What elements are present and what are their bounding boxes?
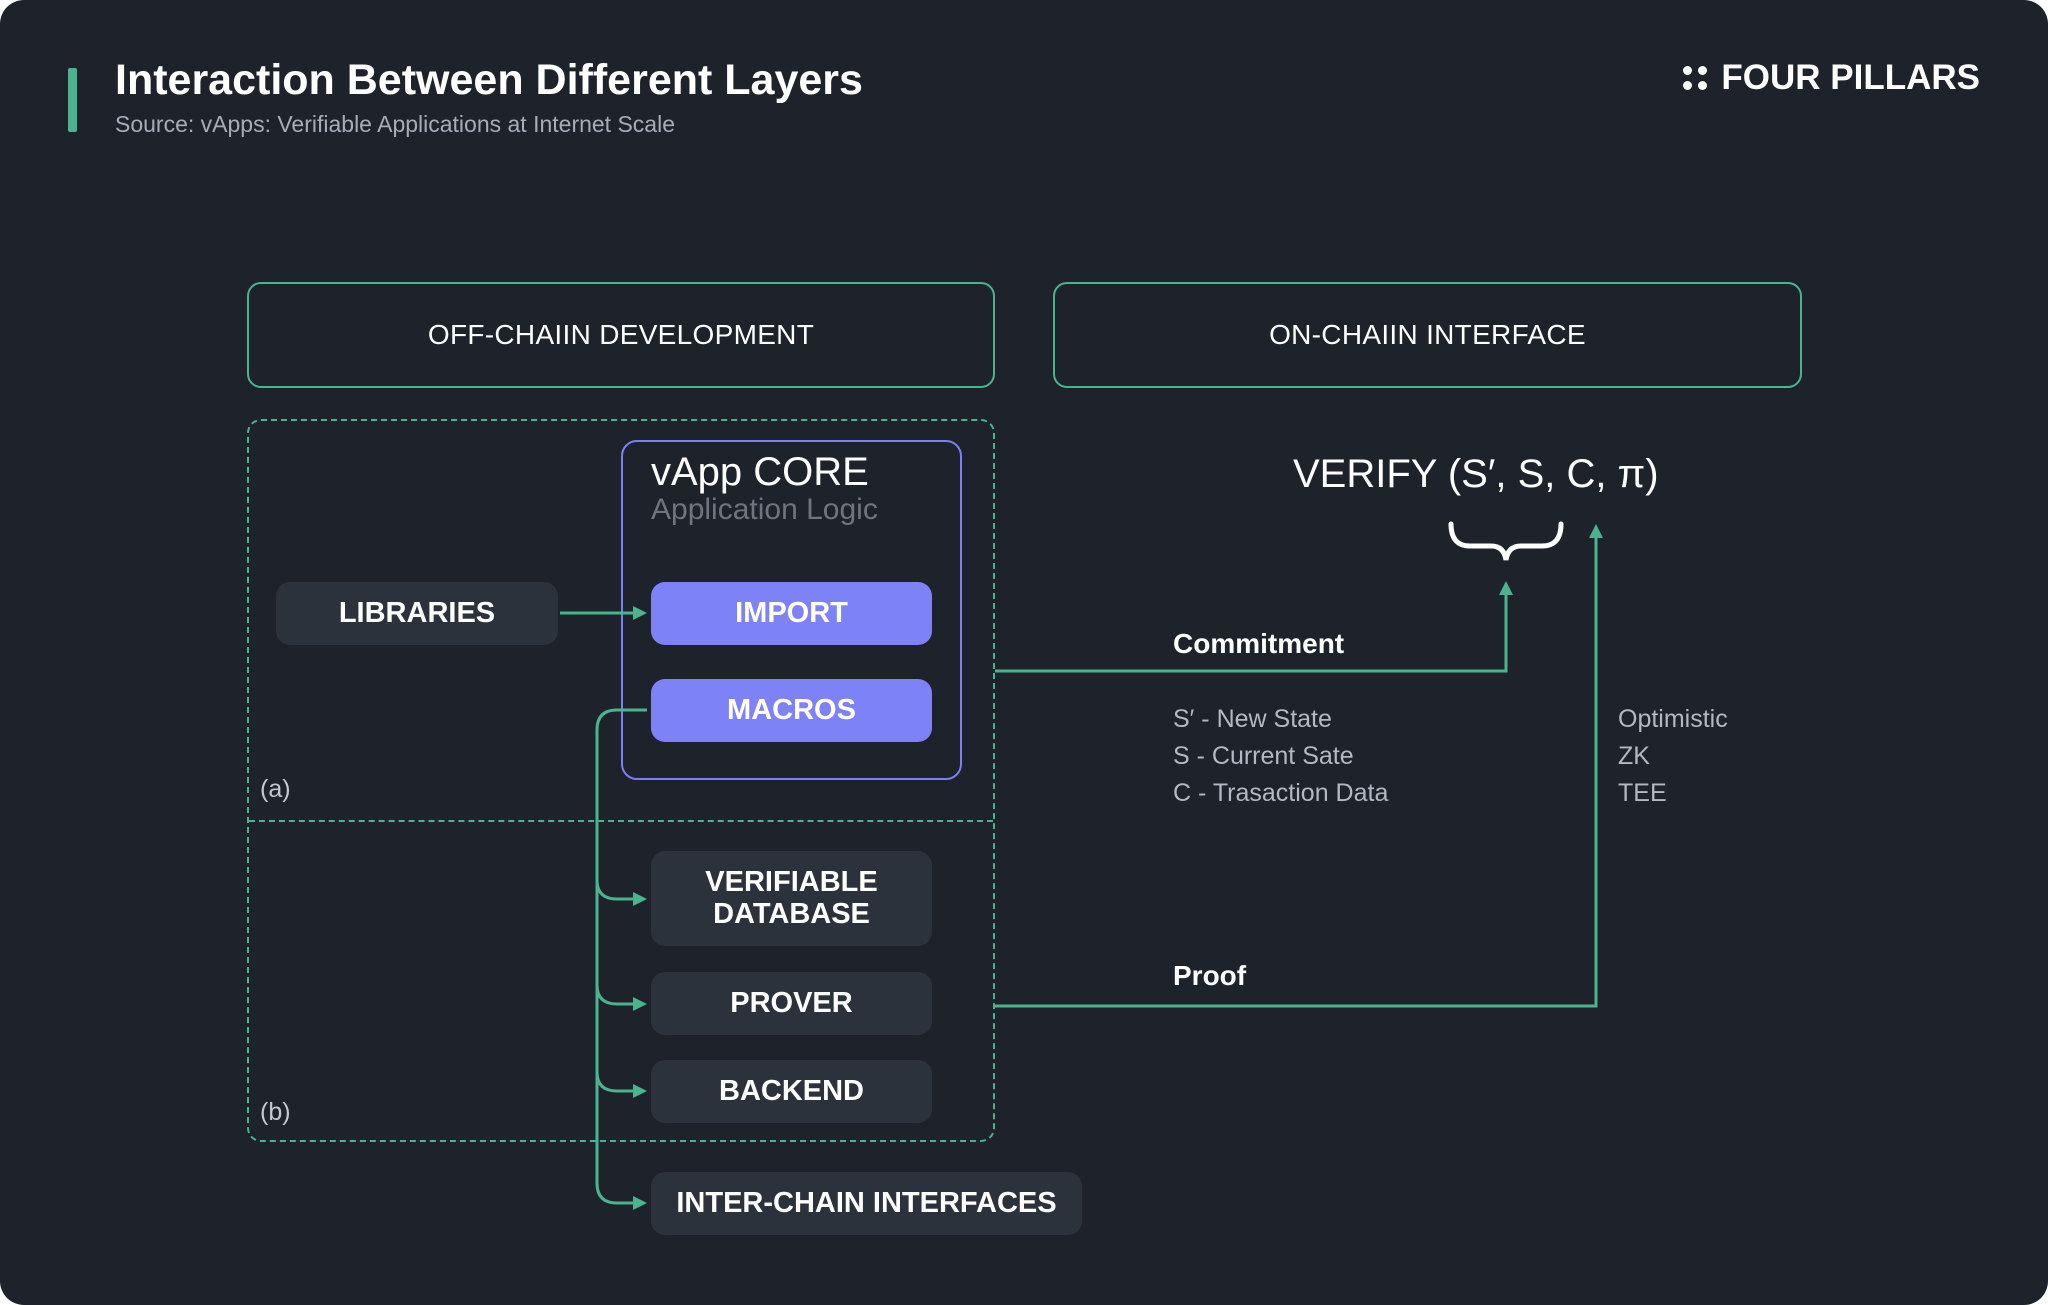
libraries-node: LIBRARIES xyxy=(276,582,558,645)
proof-type-optimistic: Optimistic xyxy=(1618,705,1728,733)
verify-brace xyxy=(1448,521,1564,561)
region-label-a: (a) xyxy=(260,775,291,803)
proof-label: Proof xyxy=(1173,960,1247,991)
title-accent-bar xyxy=(68,68,77,132)
vapp-core-subtitle: Application Logic xyxy=(651,493,878,526)
prover-node: PROVER xyxy=(651,972,932,1035)
macros-trunk-line xyxy=(595,708,647,1210)
verify-function: VERIFY (S′, S, C, π) xyxy=(1293,452,1659,496)
verifiable-database-node: VERIFIABLE DATABASE xyxy=(651,851,932,946)
interchain-interfaces-node: INTER-CHAIN INTERFACES xyxy=(651,1172,1082,1235)
legend-current-state: S - Current Sate xyxy=(1173,742,1354,770)
brand-name: FOUR PILLARS xyxy=(1721,58,1980,97)
macros-to-database-arrow xyxy=(595,879,647,906)
region-divider xyxy=(249,820,993,822)
import-node: IMPORT xyxy=(651,582,932,645)
commitment-legend: S′ - New State S - Current Sate C - Tras… xyxy=(1173,701,1388,812)
proof-types-list: Optimistic ZK TEE xyxy=(1618,701,1728,812)
region-label-b: (b) xyxy=(260,1098,291,1126)
vapp-core-title: vApp CORE xyxy=(651,450,869,494)
verifiable-database-label: VERIFIABLE DATABASE xyxy=(705,865,878,930)
macros-node: MACROS xyxy=(651,679,932,742)
commitment-arrow xyxy=(995,581,1513,673)
proof-arrow xyxy=(995,524,1603,1008)
page-title: Interaction Between Different Layers xyxy=(115,56,863,104)
proof-type-tee: TEE xyxy=(1618,779,1667,807)
onchain-section-header: ON-CHAIIN INTERFACE xyxy=(1053,282,1802,388)
macros-to-prover-arrow xyxy=(595,984,647,1011)
legend-transaction-data: C - Trasaction Data xyxy=(1173,779,1389,807)
commitment-label: Commitment xyxy=(1173,628,1345,659)
macros-to-backend-arrow xyxy=(595,1071,647,1098)
vapp-core-box xyxy=(621,440,962,780)
proof-type-zk: ZK xyxy=(1618,742,1650,770)
backend-node: BACKEND xyxy=(651,1060,932,1123)
source-caption: Source: vApps: Verifiable Applications a… xyxy=(115,111,675,137)
offchain-section-header: OFF-CHAIIN DEVELOPMENT xyxy=(247,282,995,388)
brand-logo: FOUR PILLARS xyxy=(1683,58,1980,98)
four-dots-icon xyxy=(1683,66,1708,90)
legend-new-state: S′ - New State xyxy=(1173,705,1332,733)
offchain-dashed-region xyxy=(247,419,995,1142)
